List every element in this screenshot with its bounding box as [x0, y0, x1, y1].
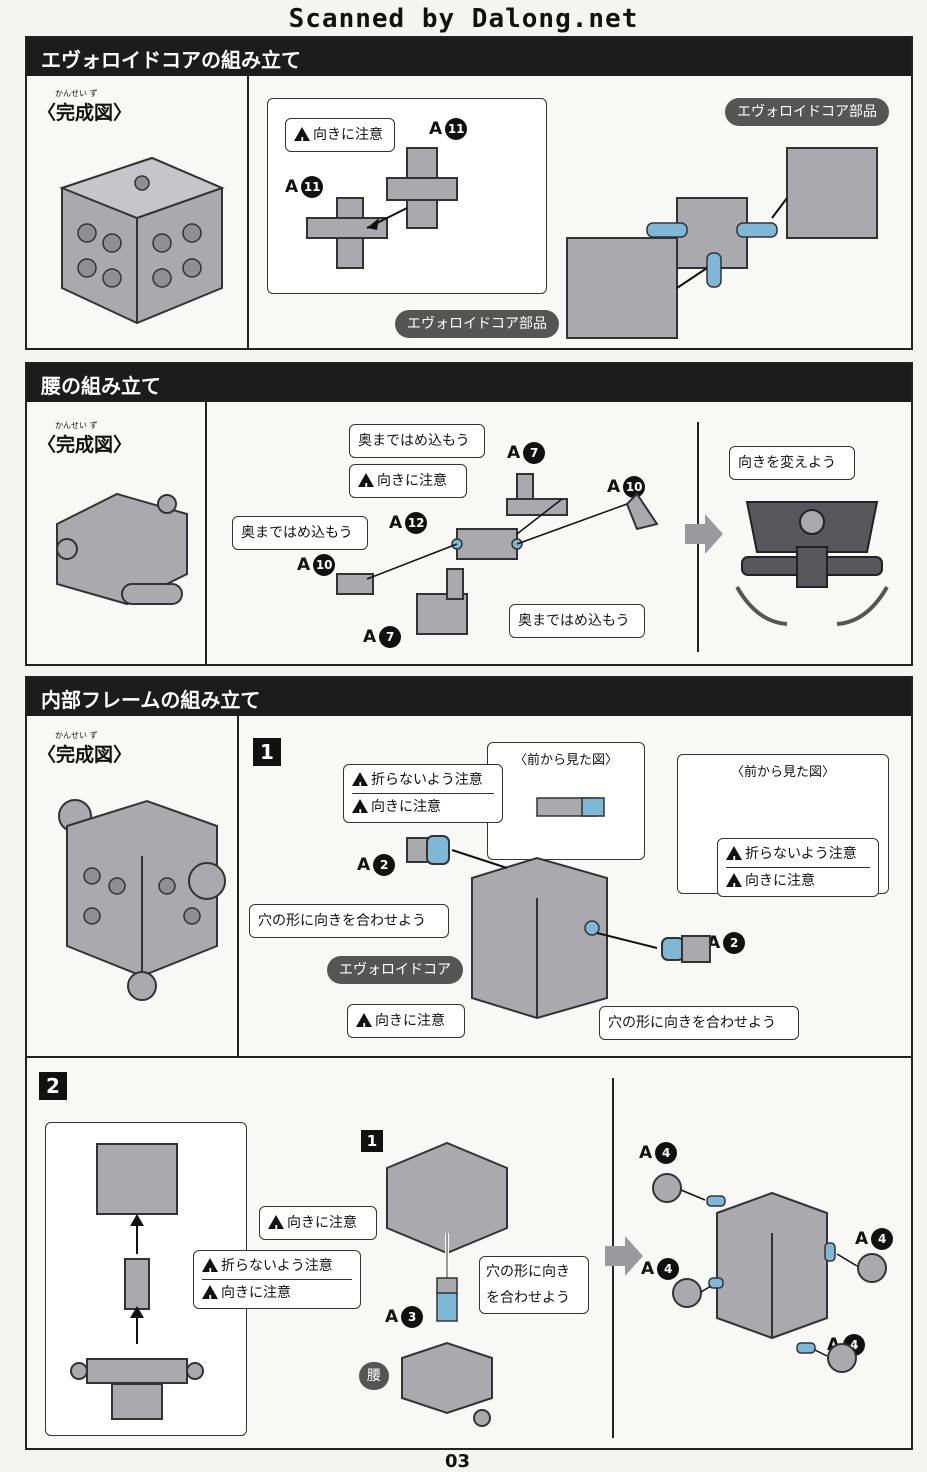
step2-final-illustration	[652, 1173, 887, 1373]
orientation-callout: 向きに注意	[285, 118, 395, 155]
warning-icon	[358, 473, 374, 501]
step2-assembly-illustration	[386, 1141, 508, 1427]
waist-pill: 腰	[359, 1362, 389, 1390]
big-arrow-icon	[685, 514, 723, 554]
warning-icon	[202, 1258, 218, 1286]
direction-change-illustration	[735, 501, 889, 626]
evoroid-part-pill-top: エヴォロイドコア部品	[725, 98, 889, 126]
panel-divider	[205, 402, 207, 666]
core-assembly-illustration	[566, 147, 878, 339]
step-number-1: 1	[253, 738, 281, 766]
warning-icon	[352, 772, 368, 800]
a11-parts-illustration	[306, 147, 458, 269]
match-hole-callout-left: 穴の形に向きを合わせよう	[249, 904, 449, 938]
orientation-callout-step2: 向きに注意	[259, 1206, 377, 1243]
section-title-waist: 腰の組み立て	[27, 364, 911, 402]
match-hole-callout-step2: 穴の形に向き を合わせよう	[479, 1256, 589, 1314]
panel-divider	[27, 1056, 911, 1058]
watermark: Scanned by Dalong.net	[288, 4, 639, 34]
step1-assembly-illustration	[406, 797, 711, 1020]
completed-label: 〈完成図〉かんせい ず	[37, 731, 133, 766]
completed-waist-illustration	[56, 492, 188, 606]
warning-icon	[726, 873, 742, 901]
step-number-2: 2	[39, 1072, 67, 1100]
big-arrow-icon	[605, 1236, 643, 1276]
push-in-callout: 奥まではめ込もう	[349, 424, 485, 458]
warning-icon	[356, 1013, 372, 1041]
warning-icon	[202, 1285, 218, 1313]
section-internal-frame: 内部フレームの組み立て 〈完成図〉かんせい ず 1 〈前から見た図〉 〈前から見…	[25, 676, 913, 1450]
caution-callout-step2: 折らないよう注意 向きに注意	[193, 1250, 361, 1313]
warning-icon	[726, 846, 742, 874]
evoroid-part-pill-bottom: エヴォロイドコア部品	[395, 310, 559, 338]
page-number: 03	[445, 1451, 471, 1472]
caution-callout-left: 折らないよう注意 向きに注意	[343, 764, 503, 827]
section-title-evoroid: エヴォロイドコアの組み立て	[27, 38, 911, 76]
section-evoroid-core: エヴォロイドコアの組み立て 〈完成図〉かんせい ず 向きに注意 A11 A11 …	[25, 36, 913, 350]
step2-detail-illustration	[70, 1143, 204, 1420]
warning-icon	[352, 799, 368, 827]
section-title-frame: 内部フレームの組み立て	[27, 678, 911, 716]
completed-frame-illustration	[58, 799, 226, 1001]
panel-divider	[247, 76, 249, 350]
completed-cube-illustration	[59, 156, 225, 325]
change-direction-callout: 向きを変えよう	[729, 446, 855, 480]
push-in-callout: 奥まではめ込もう	[509, 604, 645, 638]
orientation-callout: 向きに注意	[347, 1004, 465, 1041]
completed-label: 〈完成図〉かんせい ず	[37, 421, 133, 456]
warning-icon	[294, 127, 310, 155]
panel-divider	[237, 716, 239, 1056]
section-waist: 腰の組み立て 〈完成図〉かんせい ず 奥まではめ込もう 向きに注意 奥まではめ込…	[25, 362, 913, 666]
match-hole-callout-right: 穴の形に向きを合わせよう	[599, 1006, 799, 1040]
completed-label: 〈完成図〉かんせい ず	[37, 89, 133, 124]
orientation-callout: 向きに注意	[349, 464, 467, 501]
evoroid-core-pill: エヴォロイドコア	[327, 956, 463, 984]
warning-icon	[268, 1215, 284, 1243]
push-in-callout: 奥まではめ込もう	[232, 516, 368, 550]
waist-exploded-illustration	[336, 473, 659, 635]
caution-callout-right: 折らないよう注意 向きに注意	[717, 838, 879, 901]
step-ref-1: 1	[361, 1130, 383, 1152]
